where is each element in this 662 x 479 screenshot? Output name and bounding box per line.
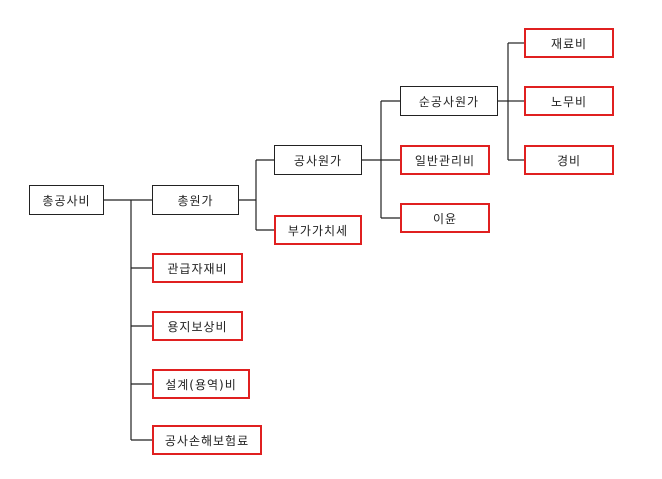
node-labor-cost: 노무비 xyxy=(524,86,614,116)
node-material-cost: 재료비 xyxy=(524,28,614,58)
node-net-construction-cost: 순공사원가 xyxy=(400,86,498,116)
node-land-compensation: 용지보상비 xyxy=(152,311,243,341)
node-vat: 부가가치세 xyxy=(274,215,362,245)
node-design-service-cost: 설계(용역)비 xyxy=(152,369,250,399)
node-expense: 경비 xyxy=(524,145,614,175)
node-profit: 이윤 xyxy=(400,203,490,233)
node-total-cost: 총원가 xyxy=(152,185,239,215)
node-construction-cost: 공사원가 xyxy=(274,145,362,175)
node-total-construction-cost: 총공사비 xyxy=(29,185,104,215)
node-construction-insurance: 공사손해보험료 xyxy=(152,425,262,455)
node-general-admin-cost: 일반관리비 xyxy=(400,145,490,175)
node-supplied-materials: 관급자재비 xyxy=(152,253,243,283)
